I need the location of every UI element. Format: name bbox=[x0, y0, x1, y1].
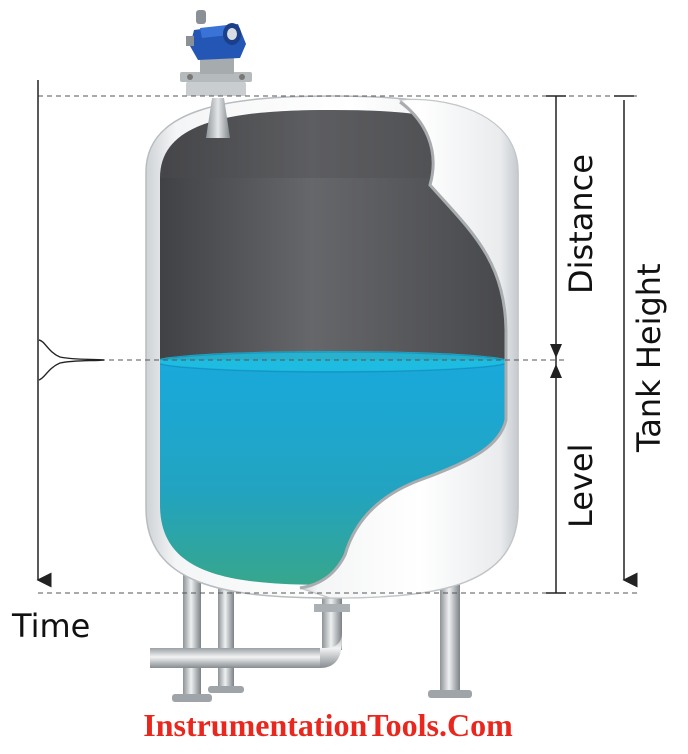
radar-level-transmitter-icon bbox=[180, 10, 252, 138]
echo-pulse-icon bbox=[38, 339, 105, 381]
outlet-pipe-vertical bbox=[322, 590, 342, 650]
tank-height-label: Tank Height bbox=[630, 263, 668, 453]
time-label: Time bbox=[11, 607, 90, 645]
reference-lines bbox=[38, 95, 640, 594]
time-axis: Time bbox=[11, 80, 105, 645]
distance-level-dimension bbox=[546, 95, 566, 594]
distance-label: Distance bbox=[562, 154, 600, 294]
watermark-text: InstrumentationTools.Com bbox=[143, 707, 513, 743]
tank-height-dimension bbox=[614, 95, 638, 588]
liquid-surface bbox=[160, 351, 505, 371]
level-label: Level bbox=[562, 444, 600, 528]
tank-supports bbox=[150, 540, 472, 702]
